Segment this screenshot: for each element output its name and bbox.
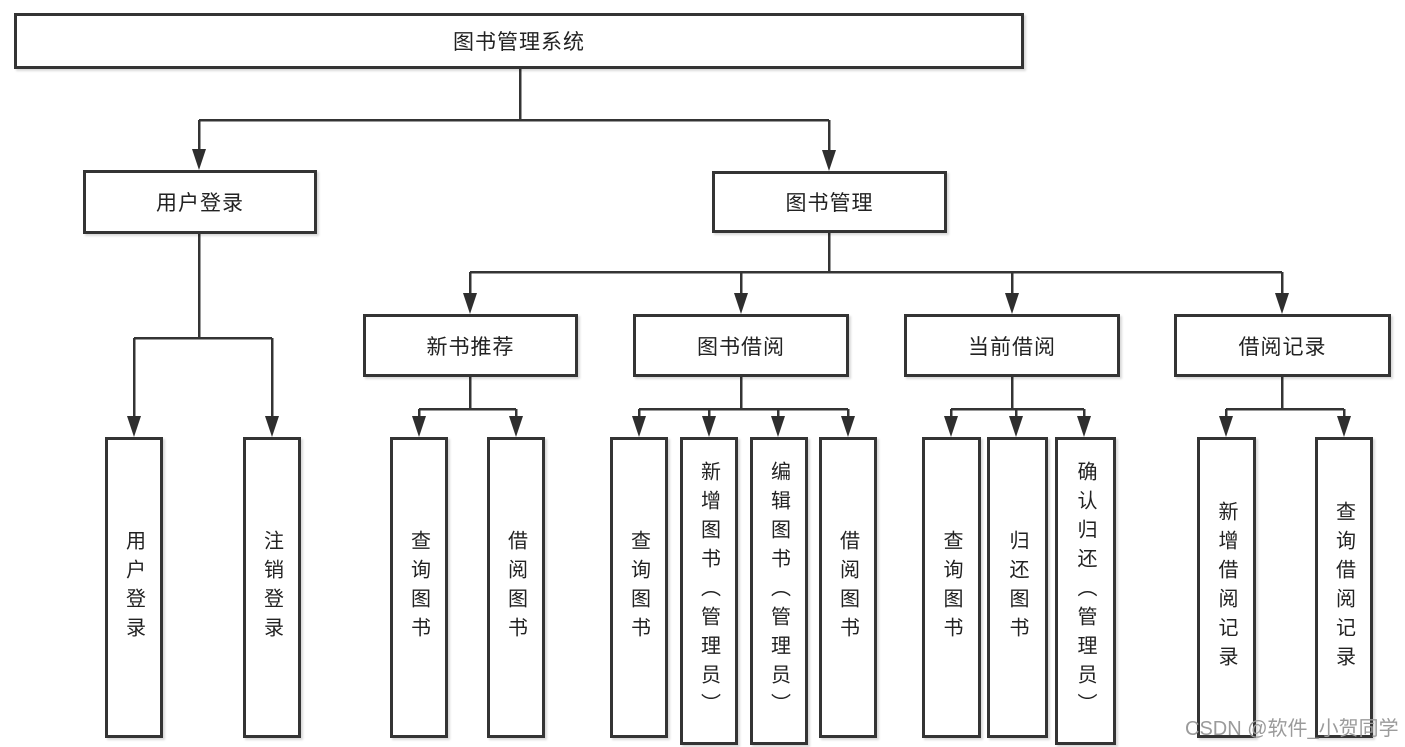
leaf-borrow-books-recommend: 借阅图书 [487,437,545,738]
node-label: 编辑图书（管理员） [767,460,790,722]
node-label: 查询借阅记录 [1332,500,1355,675]
leaf-query-borrow-record: 查询借阅记录 [1315,437,1373,738]
node-label: 图书借阅 [697,335,785,359]
leaf-borrow-books: 借阅图书 [819,437,877,738]
leaf-confirm-return-admin: 确认归还（管理员） [1055,437,1116,745]
arrowhead-icons [127,149,1351,437]
leaf-edit-book-admin: 编辑图书（管理员） [750,437,808,745]
node-label: 新增图书（管理员） [697,460,720,722]
node-borrowing-records: 借阅记录 [1174,314,1391,377]
node-label: 查询图书 [407,529,430,646]
leaf-user-login: 用户登录 [105,437,163,738]
node-book-management: 图书管理 [712,171,947,233]
node-label: 借阅记录 [1238,335,1327,359]
leaf-logout: 注销登录 [243,437,301,738]
leaf-query-books-recommend: 查询图书 [390,437,448,738]
node-label: 查询图书 [940,529,962,646]
node-user-login: 用户登录 [83,170,317,234]
node-label: 查询图书 [627,529,650,646]
node-label: 新书推荐 [426,335,515,359]
node-label: 当前借阅 [968,335,1056,359]
node-label: 用户登录 [122,529,145,646]
node-label: 确认归还（管理员） [1074,460,1096,722]
node-label: 用户登录 [156,192,244,215]
node-book-borrowing: 图书借阅 [633,314,849,377]
node-label: 图书管理 [785,192,874,215]
node-label: 借阅图书 [504,529,527,646]
csdn-watermark: CSDN @软件_小贺同学 [1185,718,1399,740]
leaf-add-borrow-record: 新增借阅记录 [1197,437,1256,738]
node-current-borrowing: 当前借阅 [904,314,1120,377]
leaf-return-book: 归还图书 [987,437,1048,738]
node-label: 借阅图书 [836,529,859,646]
node-root-system: 图书管理系统 [14,13,1024,69]
leaf-query-books-borrow: 查询图书 [610,437,668,738]
node-label: 图书管理系统 [453,31,585,54]
node-label: 新增借阅记录 [1215,500,1237,675]
leaf-add-book-admin: 新增图书（管理员） [680,437,738,745]
leaf-query-books-current: 查询图书 [922,437,981,738]
node-label: 归还图书 [1006,529,1028,646]
node-new-book-recommendation: 新书推荐 [363,314,578,377]
node-label: 注销登录 [260,529,283,646]
